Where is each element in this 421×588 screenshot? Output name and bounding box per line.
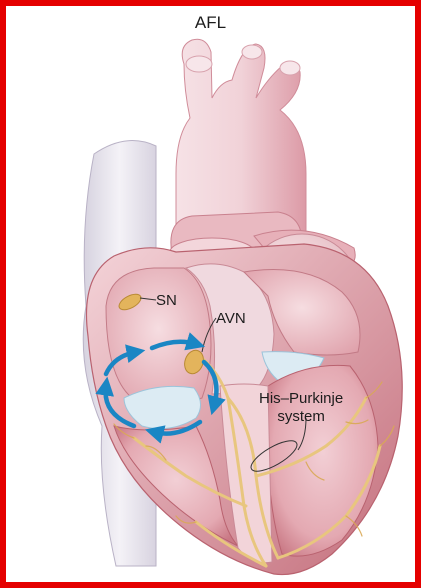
right-atrium [106, 268, 211, 404]
sn-label: SN [156, 292, 177, 309]
his-purkinje-label: His–Purkinje system [259, 390, 343, 426]
aorta [176, 39, 306, 242]
diagram-title: AFL [6, 14, 415, 31]
his-purkinje-label-line1: His–Purkinje [259, 390, 343, 408]
heart-illustration [6, 6, 415, 582]
avn-label: AVN [216, 310, 246, 327]
his-purkinje-label-line2: system [259, 408, 343, 426]
